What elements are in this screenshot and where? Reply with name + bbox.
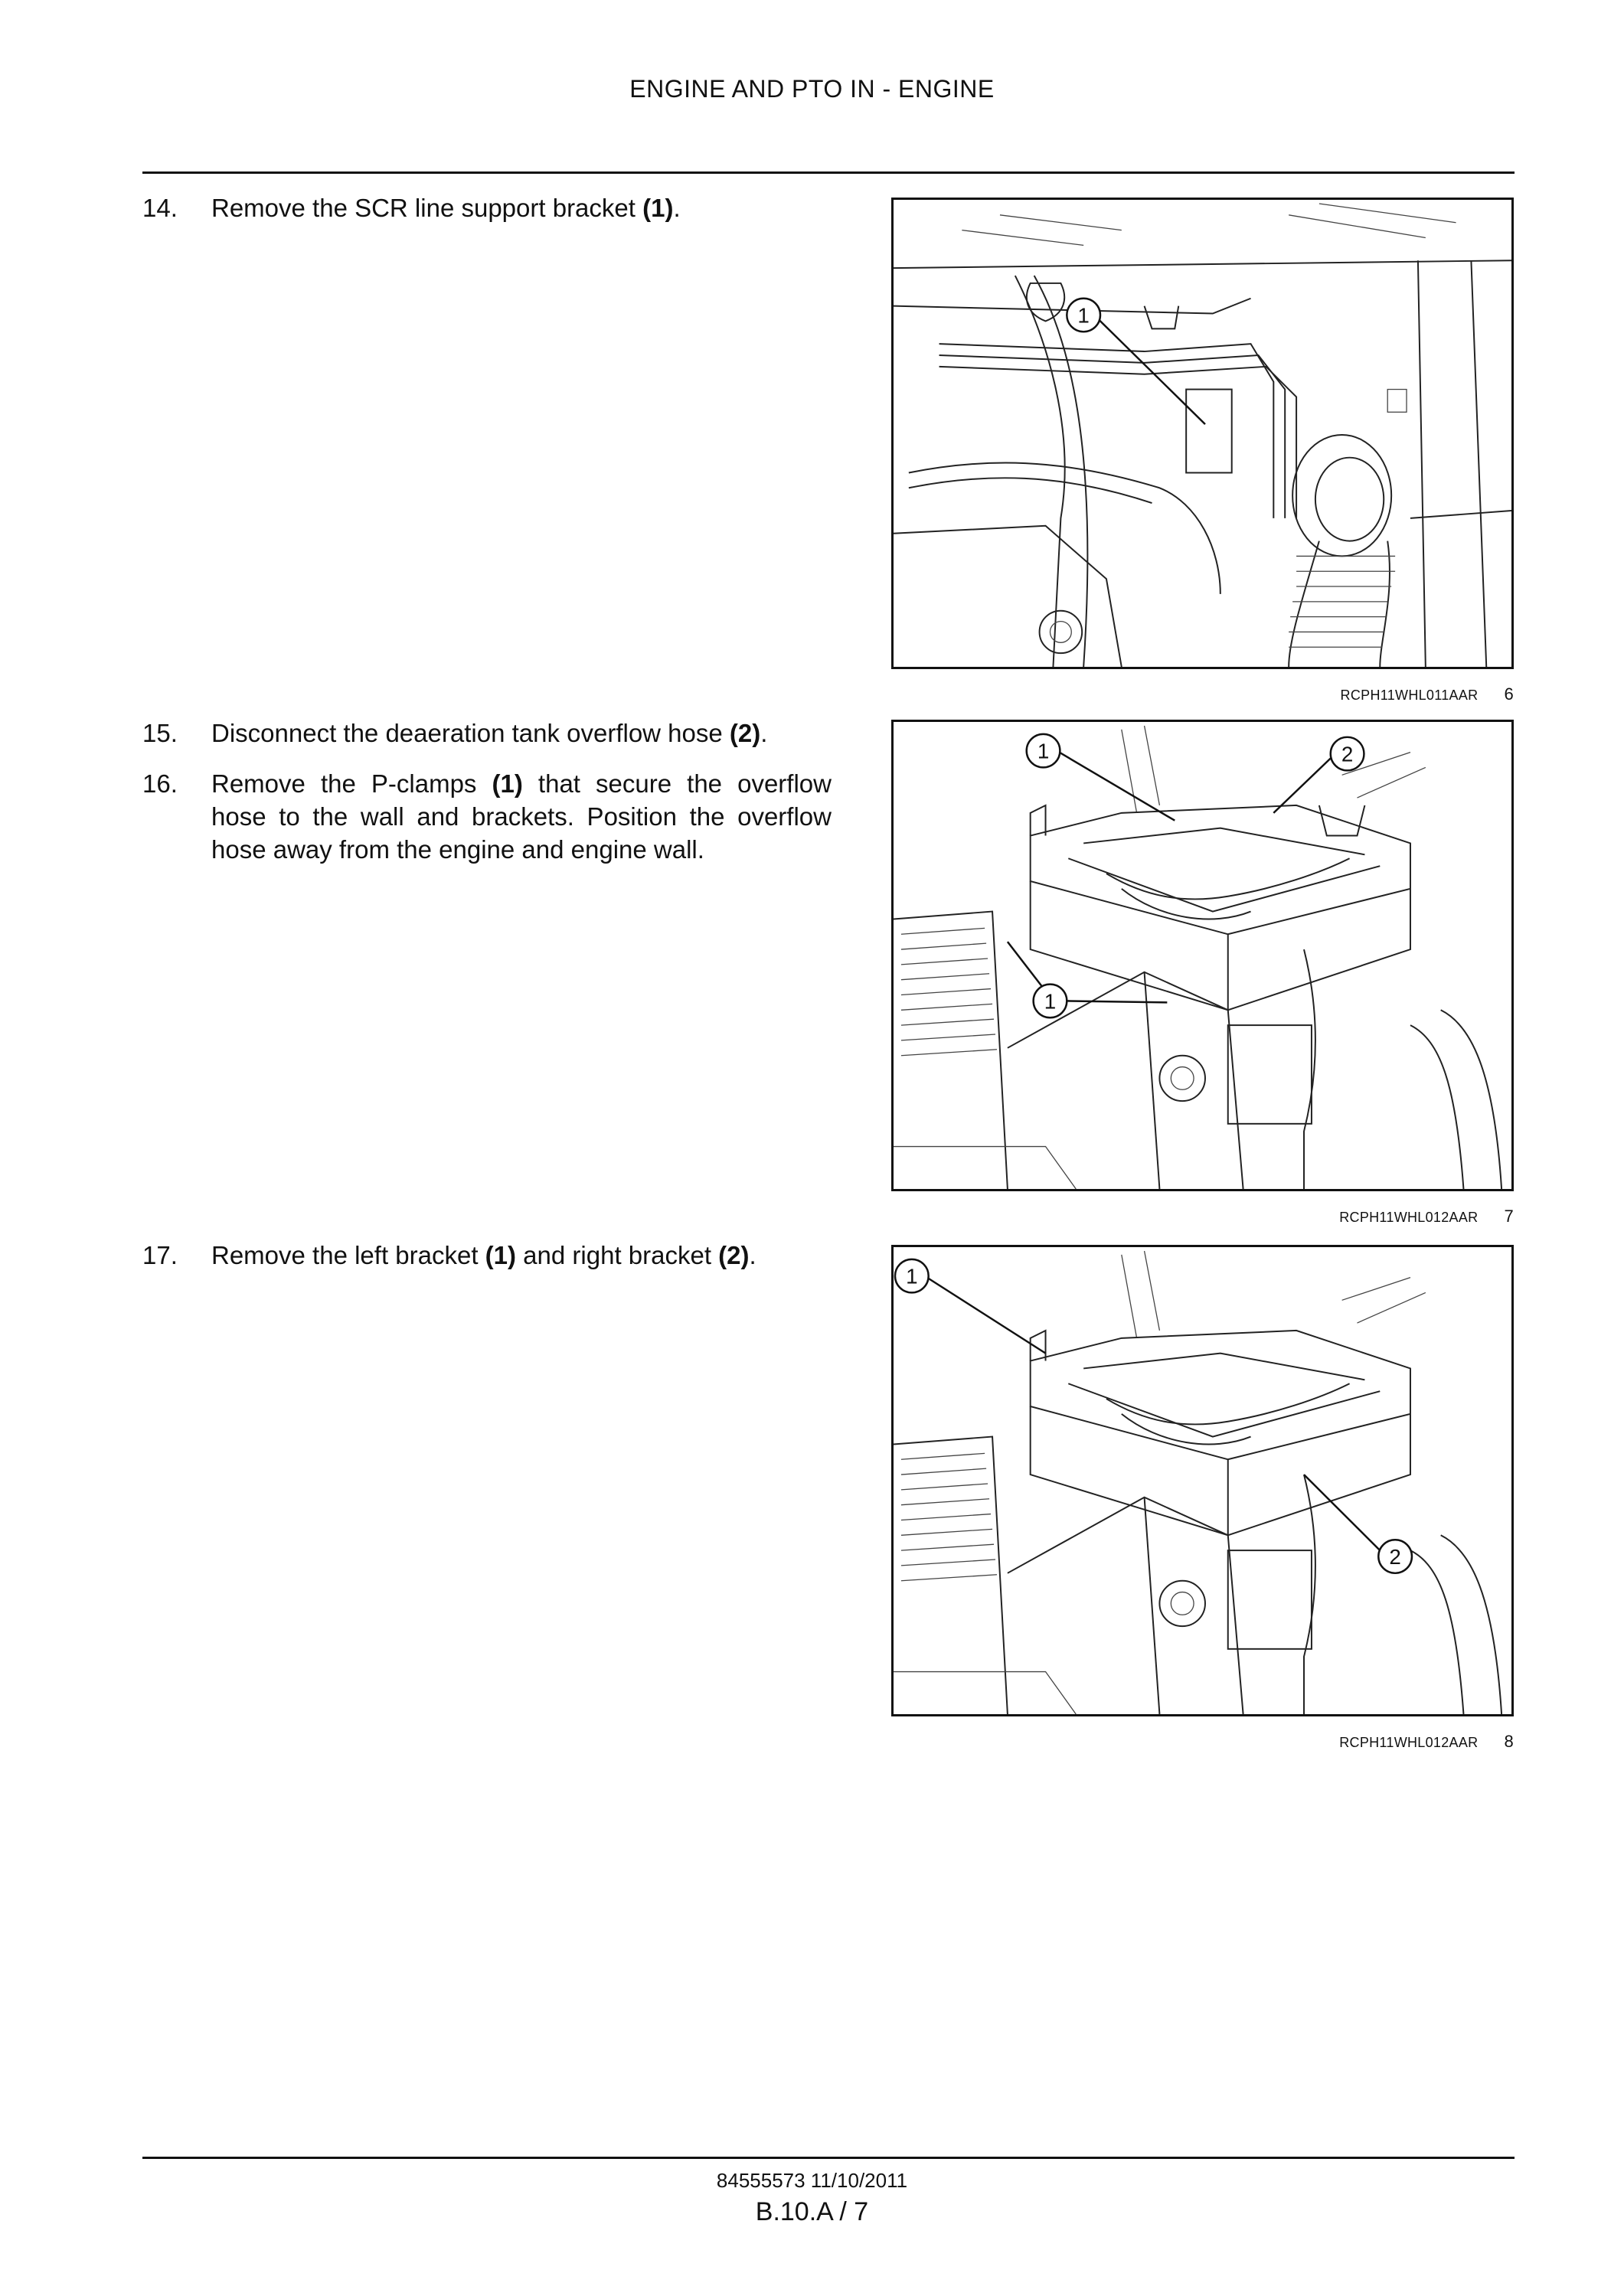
figure-code: RCPH11WHL012AAR <box>1339 1735 1479 1750</box>
step-text: Remove the SCR line support bracket (1). <box>211 194 681 222</box>
figure-code: RCPH11WHL012AAR <box>1339 1210 1479 1225</box>
figure-number: 6 <box>1504 684 1514 704</box>
footer-rule <box>142 2157 1515 2159</box>
line-art <box>894 1250 1503 1714</box>
step-14: 14. Remove the SCR line support bracket … <box>142 191 832 224</box>
callout-1-bottom: 1 <box>1032 983 1068 1019</box>
page-header-title: ENGINE AND PTO IN - ENGINE <box>629 75 995 103</box>
step-text: Disconnect the deaeration tank overflow … <box>211 719 768 747</box>
figure-6-engine-bay-illustration: 1 <box>891 198 1514 669</box>
footer-page-number: B.10.A / 7 <box>755 2197 869 2226</box>
step-17: 17. Remove the left bracket (1) and righ… <box>142 1239 832 1272</box>
step-text: Remove the left bracket (1) and right br… <box>211 1241 756 1269</box>
footer-document-id: 84555573 11/10/2011 <box>716 2169 908 2192</box>
step-number: 14. <box>142 194 178 222</box>
svg-text:1: 1 <box>1037 740 1049 763</box>
figure-7-frame-illustration: 1 2 1 <box>891 720 1514 1191</box>
step-16: 16. Remove the P-clamps (1) that secure … <box>142 767 832 866</box>
figure-7-caption: RCPH11WHL012AAR 7 <box>891 1207 1514 1226</box>
callout-2: 2 <box>1329 736 1365 772</box>
step-number: 16. <box>142 769 178 798</box>
figure-number: 8 <box>1504 1732 1514 1751</box>
svg-text:1: 1 <box>906 1265 917 1288</box>
svg-text:1: 1 <box>1077 303 1089 327</box>
step-text: Remove the P-clamps (1) that secure the … <box>211 769 832 864</box>
figure-8-brackets-illustration: 1 2 <box>891 1245 1514 1716</box>
svg-text:2: 2 <box>1389 1545 1400 1569</box>
callout-2: 2 <box>1377 1539 1413 1575</box>
header-rule <box>142 171 1515 174</box>
line-art <box>894 725 1503 1189</box>
line-art <box>894 203 1511 667</box>
svg-text:2: 2 <box>1341 743 1353 766</box>
figure-8-caption: RCPH11WHL012AAR 8 <box>891 1732 1514 1752</box>
step-15: 15. Disconnect the deaeration tank overf… <box>142 717 832 750</box>
svg-text:1: 1 <box>1044 989 1056 1013</box>
step-number: 17. <box>142 1241 178 1269</box>
figure-number: 7 <box>1504 1207 1514 1226</box>
callout-1: 1 <box>1066 297 1102 333</box>
callout-1-top: 1 <box>1025 733 1061 769</box>
callout-1: 1 <box>894 1258 930 1294</box>
figure-6-caption: RCPH11WHL011AAR 6 <box>891 684 1514 704</box>
step-number: 15. <box>142 719 178 747</box>
figure-code: RCPH11WHL011AAR <box>1340 687 1479 703</box>
